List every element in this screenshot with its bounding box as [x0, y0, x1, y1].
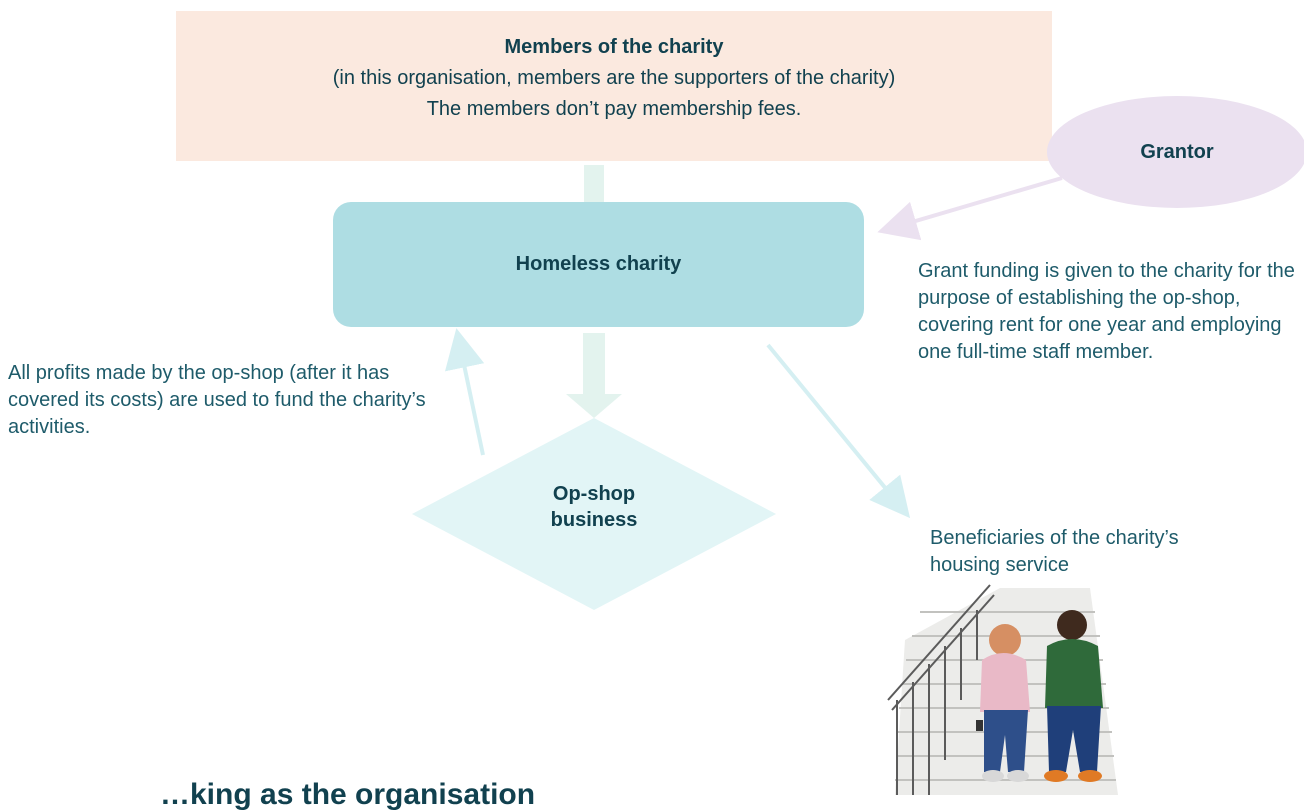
- members-line-1: (in this organisation, members are the s…: [332, 67, 896, 89]
- beneficiaries-illustration: [887, 584, 1118, 795]
- grantor-label: Grantor: [1140, 140, 1214, 163]
- footer-heading: …king as the organisation: [160, 778, 536, 811]
- grant-funding-note: Grant funding is given to the charity fo…: [918, 260, 1295, 363]
- homeless-charity-box: Homeless charity: [333, 202, 864, 327]
- opshop-label: Op-shop business: [494, 481, 694, 533]
- members-charity-connector: [584, 165, 604, 202]
- opshop-to-charity-arrow: [445, 328, 485, 456]
- grantor-ellipse: Grantor: [1047, 96, 1304, 208]
- members-box: Members of the charity (in this organisa…: [176, 11, 1052, 161]
- charity-to-beneficiaries-arrow: [766, 343, 911, 519]
- beneficiaries-label: Beneficiaries of the charity’s housing s…: [930, 527, 1179, 576]
- members-line-2: The members don’t pay membership fees.: [426, 98, 802, 120]
- opshop-profit-note: All profits made by the op-shop (after i…: [8, 362, 426, 438]
- members-title: Members of the charity: [504, 36, 724, 58]
- charity-to-opshop-arrow: [566, 333, 622, 418]
- opshop-label-line-2: business: [550, 509, 638, 531]
- opshop-label-line-1: Op-shop: [552, 483, 636, 505]
- grantor-to-charity-arrow: [877, 176, 1063, 241]
- opshop-diamond: [412, 418, 776, 610]
- homeless-charity-label: Homeless charity: [515, 253, 682, 275]
